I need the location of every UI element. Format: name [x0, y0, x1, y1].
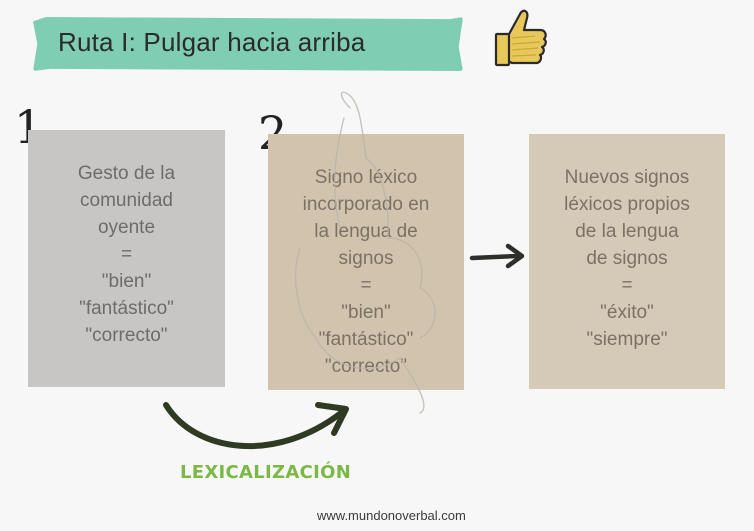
title-banner [33, 17, 463, 71]
box-line: de signos [586, 248, 668, 269]
box-line: "fantástico" [79, 298, 174, 319]
curved-arrow-icon [163, 402, 349, 450]
box-line: de la lengua [575, 221, 679, 242]
box-line: incorporado en [302, 194, 430, 215]
box-line: "correcto" [324, 356, 408, 377]
box-line: Gesto de la [77, 163, 176, 184]
box-line: "éxito" [600, 302, 654, 323]
thumbs-up-icon [494, 9, 547, 67]
box-line: "bien" [101, 271, 152, 292]
box-line: oyente [97, 217, 156, 238]
box-line: = [120, 244, 133, 265]
box-new-signs: Nuevos signos léxicos propios de la leng… [529, 134, 725, 389]
box-text: Signo léxico incorporado en la lengua de… [303, 164, 430, 380]
box-line: = [360, 275, 372, 296]
box-line: "correcto" [85, 325, 168, 346]
box-text: Nuevos signos léxicos propios de la leng… [564, 164, 690, 353]
box-text: Gesto de la comunidad oyente = "bien" "f… [78, 160, 175, 349]
lexicalization-label: LEXICALIZACIÓN [180, 462, 352, 483]
box-line: = [621, 275, 633, 296]
box-line: léxicos propios [564, 194, 690, 215]
footer-website: www.mundonoverbal.com [317, 508, 466, 523]
box-line: Nuevos signos [564, 167, 690, 188]
box-lexical-sign: Signo léxico incorporado en la lengua de… [268, 134, 464, 390]
box-line: signos [338, 248, 394, 269]
box-line: la lengua de [314, 221, 418, 242]
box-line: "fantástico" [318, 329, 414, 350]
page-title: Ruta I: Pulgar hacia arriba [58, 27, 366, 57]
box-line: Signo léxico [314, 167, 418, 188]
arrow-right-icon [469, 243, 525, 269]
box-hearing-gesture: Gesto de la comunidad oyente = "bien" "f… [28, 130, 225, 387]
box-line: "siempre" [586, 329, 668, 350]
box-line: comunidad [80, 190, 173, 211]
box-line: "bien" [341, 302, 391, 323]
